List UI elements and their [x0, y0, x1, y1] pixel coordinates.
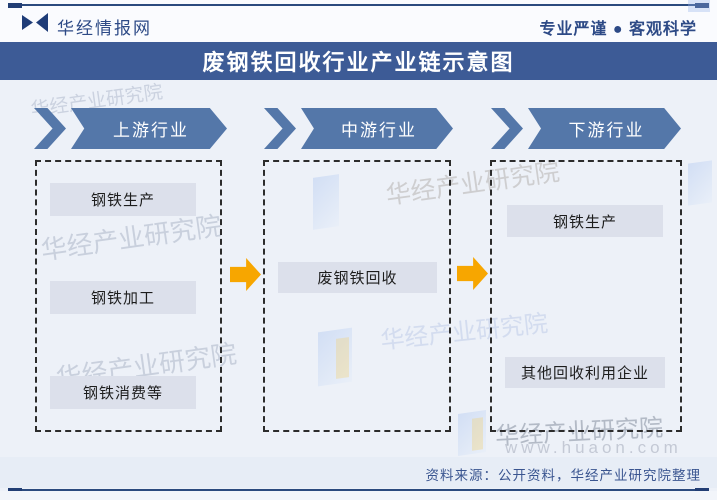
page-title: 废钢铁回收行业产业链示意图 [0, 42, 717, 80]
bottom-margin-strip [0, 491, 717, 500]
banner-midstream: 中游行业 [264, 108, 453, 149]
banner-label: 中游行业 [301, 108, 453, 149]
chevron-icon [264, 108, 296, 149]
node-scrap-steel-recycling: 废钢铁回收 [278, 262, 437, 293]
chevron-icon [34, 108, 66, 149]
top-rule-line [9, 4, 708, 6]
bottom-rule-right-cap [695, 488, 709, 493]
cube-watermark-icon [472, 417, 483, 451]
cube-watermark-icon [688, 160, 712, 206]
watermark-url: www.huaon.com [505, 438, 682, 457]
cube-watermark-icon [458, 410, 486, 456]
midstream-column [263, 160, 451, 432]
top-rule-left-cap [8, 3, 22, 8]
banner-label: 上游行业 [71, 108, 227, 149]
upstream-column [35, 160, 222, 432]
banner-upstream: 上游行业 [34, 108, 227, 149]
node-steel-processing: 钢铁加工 [50, 281, 196, 314]
bottom-rule-left-cap [8, 488, 22, 493]
top-rule-right-cap [695, 3, 709, 8]
node-other-recycling-enterprises: 其他回收利用企业 [505, 357, 665, 388]
footer-band [0, 457, 717, 488]
banner-downstream: 下游行业 [491, 108, 681, 149]
brand-name: 华经情报网 [57, 19, 152, 38]
logo-left-shape [22, 15, 33, 30]
chevron-icon [491, 108, 523, 149]
logo-right-shape [36, 13, 48, 32]
bottom-rule-line [9, 489, 708, 491]
node-steel-production-upstream: 钢铁生产 [50, 183, 196, 216]
header-motto: 专业严谨 ● 客观科学 [539, 21, 697, 38]
flow-arrow-icon [230, 258, 261, 291]
flow-arrow-icon [457, 257, 488, 290]
huajing-logo-icon [22, 13, 49, 32]
banner-label: 下游行业 [528, 108, 681, 149]
node-steel-production-downstream: 钢铁生产 [507, 205, 663, 237]
header [0, 0, 717, 42]
node-steel-consumption: 钢铁消费等 [50, 376, 196, 409]
downstream-column [490, 160, 682, 432]
source-note: 资料来源：公开资料，华经产业研究院整理 [425, 468, 701, 483]
